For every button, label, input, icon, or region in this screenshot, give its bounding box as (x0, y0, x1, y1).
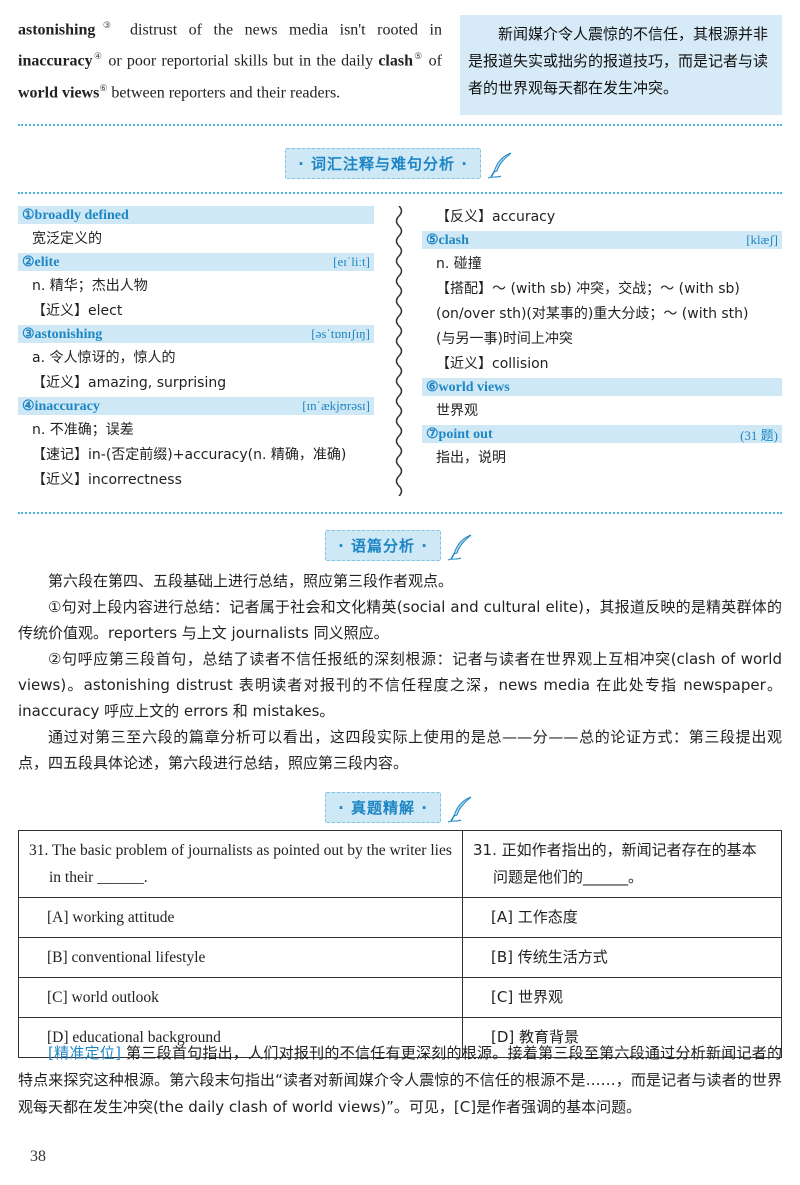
vocab-right-column: 【反义】accuracy ⑤clash [klæʃ] n. 碰撞【搭配】～ (with… (422, 206, 782, 472)
vocab-definition-line: n. 精华；杰出人物 (32, 278, 148, 294)
explanation-tag: [精准定位] (48, 1044, 122, 1062)
vocab-definition-line: 【搭配】～ (with sb) 冲突，交战；～ (with sb) (436, 281, 740, 297)
analysis-paragraph: 通过对第三至六段的篇章分析可以看出，这四段实际上使用的是总——分——总的论证方式… (18, 728, 782, 772)
analysis-section-title: · 语篇分析 · (325, 530, 441, 561)
vocab-phonetic: [ɪnˈækjʊrəsɪ] (302, 398, 370, 413)
vocab-word: ④inaccuracy (22, 398, 100, 414)
analysis-section-header: · 语篇分析 · (0, 530, 800, 562)
footnote-marker: ⑤ (412, 51, 424, 62)
vocab-definition-line: 宽泛定义的 (32, 231, 102, 247)
discourse-analysis: 第六段在第四、五段基础上进行总结，照应第三段作者观点。 ①句对上段内容进行总结：… (18, 568, 782, 776)
vocab-definition-line: 【近义】elect (32, 303, 123, 319)
vocab-definition-line: 【近义】amazing, surprising (32, 375, 227, 391)
option-d-chinese: [D] 教育背景 (462, 1017, 782, 1058)
question-stem-row: 31. The basic problem of journalists as … (18, 830, 782, 898)
passage-english: astonishing③ distrust of the news media … (18, 12, 442, 106)
dotted-divider (18, 124, 782, 126)
footnote-marker: ③ (95, 20, 119, 30)
question-section-title: · 真题精解 · (325, 792, 441, 823)
footnote-marker: ⑥ (99, 82, 108, 93)
vocab-left-column: ①broadly defined 宽泛定义的 ②elite [eɪˈliːt] n. 精… (18, 206, 374, 494)
quill-pen-icon (447, 796, 472, 822)
vocab-phonetic: [eɪˈliːt] (333, 254, 370, 269)
vocab-entry-header: ⑤clash [klæʃ] (422, 231, 782, 249)
dotted-divider (18, 192, 782, 194)
option-d-english: [D] educational background (18, 1017, 463, 1058)
footnote-marker: ④ (92, 51, 104, 62)
explanation-text: 第三段首句指出，人们对报刊的不信任有更深刻的根源。接着第三段至第六段通过分析新闻… (18, 1044, 782, 1116)
option-row: [B] conventional lifestyle [B] 传统生活方式 (18, 937, 782, 978)
option-row: [D] educational background [D] 教育背景 (18, 1017, 782, 1058)
passage-text: of (423, 52, 442, 70)
vocab-phonetic: (31 题) (740, 427, 778, 443)
passage-text: distrust of the news media isn't rooted … (118, 21, 442, 39)
passage-text: or poor reportorial skills but in the da… (103, 52, 379, 70)
option-row: [A] working attitude [A] 工作态度 (18, 897, 782, 938)
vocab-definition-line: (on/over sth)(对某事的)重大分歧；～ (with sth) (436, 306, 749, 322)
analysis-paragraph: 第六段在第四、五段基础上进行总结，照应第三段作者观点。 (48, 572, 454, 590)
vocab-entry-header: ④inaccuracy [ɪnˈækjʊrəsɪ] (18, 397, 374, 415)
passage-text: between reporters and their readers. (107, 83, 341, 101)
question-table: 31. The basic problem of journalists as … (18, 830, 782, 1058)
vocab-definition-line: n. 碰撞 (436, 256, 482, 272)
dotted-divider (18, 512, 782, 514)
vocab-entry-header: ⑦point out (31 题) (422, 425, 782, 443)
vocab-word: ⑥world views (426, 379, 510, 395)
option-c-chinese: [C] 世界观 (462, 977, 782, 1018)
vocab-word: ⑦point out (426, 426, 493, 442)
vocab-definition-line: 【近义】collision (436, 356, 549, 372)
vocab-entry-header: ②elite [eɪˈliːt] (18, 253, 374, 271)
answer-explanation: [精准定位] 第三段首句指出，人们对报刊的不信任有更深刻的根源。接着第三段至第六… (18, 1040, 782, 1121)
vocab-entry-header: ③astonishing [əsˈtɒnɪʃɪŋ] (18, 325, 374, 343)
vocab-section-header: · 词汇注释与难句分析 · (0, 148, 800, 180)
vocab-word: ③astonishing (22, 326, 103, 342)
keyword: astonishing (18, 21, 96, 39)
vocab-definition-line: 【近义】incorrectness (32, 472, 182, 488)
analysis-paragraph: ①句对上段内容进行总结：记者属于社会和文化精英(social and cultu… (18, 598, 782, 642)
passage-block: astonishing③ distrust of the news media … (18, 12, 782, 120)
keyword: world views (18, 83, 100, 101)
question-stem-chinese: 31. 正如作者指出的，新闻记者存在的基本问题是他们的______。 (462, 830, 782, 898)
option-b-english: [B] conventional lifestyle (18, 937, 463, 978)
vocabulary-notes: ①broadly defined 宽泛定义的 ②elite [eɪˈliːt] n. 精… (18, 206, 782, 496)
option-b-chinese: [B] 传统生活方式 (462, 937, 782, 978)
passage-chinese-box: 新闻媒介令人震惊的不信任，其根源并非是报道失实或拙劣的报道技巧，而是记者与读者的… (460, 15, 782, 115)
vocab-word: ①broadly defined (22, 207, 129, 223)
wavy-column-divider (395, 206, 403, 496)
keyword: clash (378, 52, 413, 70)
vocab-word: ②elite (22, 254, 60, 270)
option-c-english: [C] world outlook (18, 977, 463, 1018)
question-stem-english: 31. The basic problem of journalists as … (18, 830, 463, 898)
vocab-definition-line: 【速记】in-(否定前缀)+accuracy(n. 精确，准确) (32, 447, 347, 463)
vocab-phonetic: [əsˈtɒnɪʃɪŋ] (311, 326, 370, 341)
vocab-entry-header: ①broadly defined (18, 206, 374, 224)
option-a-english: [A] working attitude (18, 897, 463, 938)
keyword: inaccuracy (18, 52, 93, 70)
analysis-paragraph: ②句呼应第三段首句，总结了读者不信任报纸的深刻根源：记者与读者在世界观上互相冲突… (18, 650, 782, 720)
page-number: 38 (30, 1148, 46, 1165)
vocab-phonetic: [klæʃ] (746, 232, 778, 247)
vocab-definition-line: 【反义】accuracy (436, 209, 556, 225)
question-section-header: · 真题精解 · (0, 792, 800, 824)
vocab-entry-header: ⑥world views (422, 378, 782, 396)
vocab-definition-line: a. 令人惊讶的，惊人的 (32, 350, 176, 366)
option-row: [C] world outlook [C] 世界观 (18, 977, 782, 1018)
vocab-definition-line: 世界观 (436, 403, 478, 419)
option-a-chinese: [A] 工作态度 (462, 897, 782, 938)
quill-pen-icon (487, 152, 512, 178)
vocab-definition-line: 指出，说明 (436, 450, 506, 466)
vocab-section-title: · 词汇注释与难句分析 · (285, 148, 481, 179)
quill-pen-icon (447, 534, 472, 560)
vocab-definition-line: n. 不准确；误差 (32, 422, 134, 438)
vocab-word: ⑤clash (426, 232, 469, 248)
vocab-definition-line: (与另一事)时间上冲突 (436, 331, 573, 347)
